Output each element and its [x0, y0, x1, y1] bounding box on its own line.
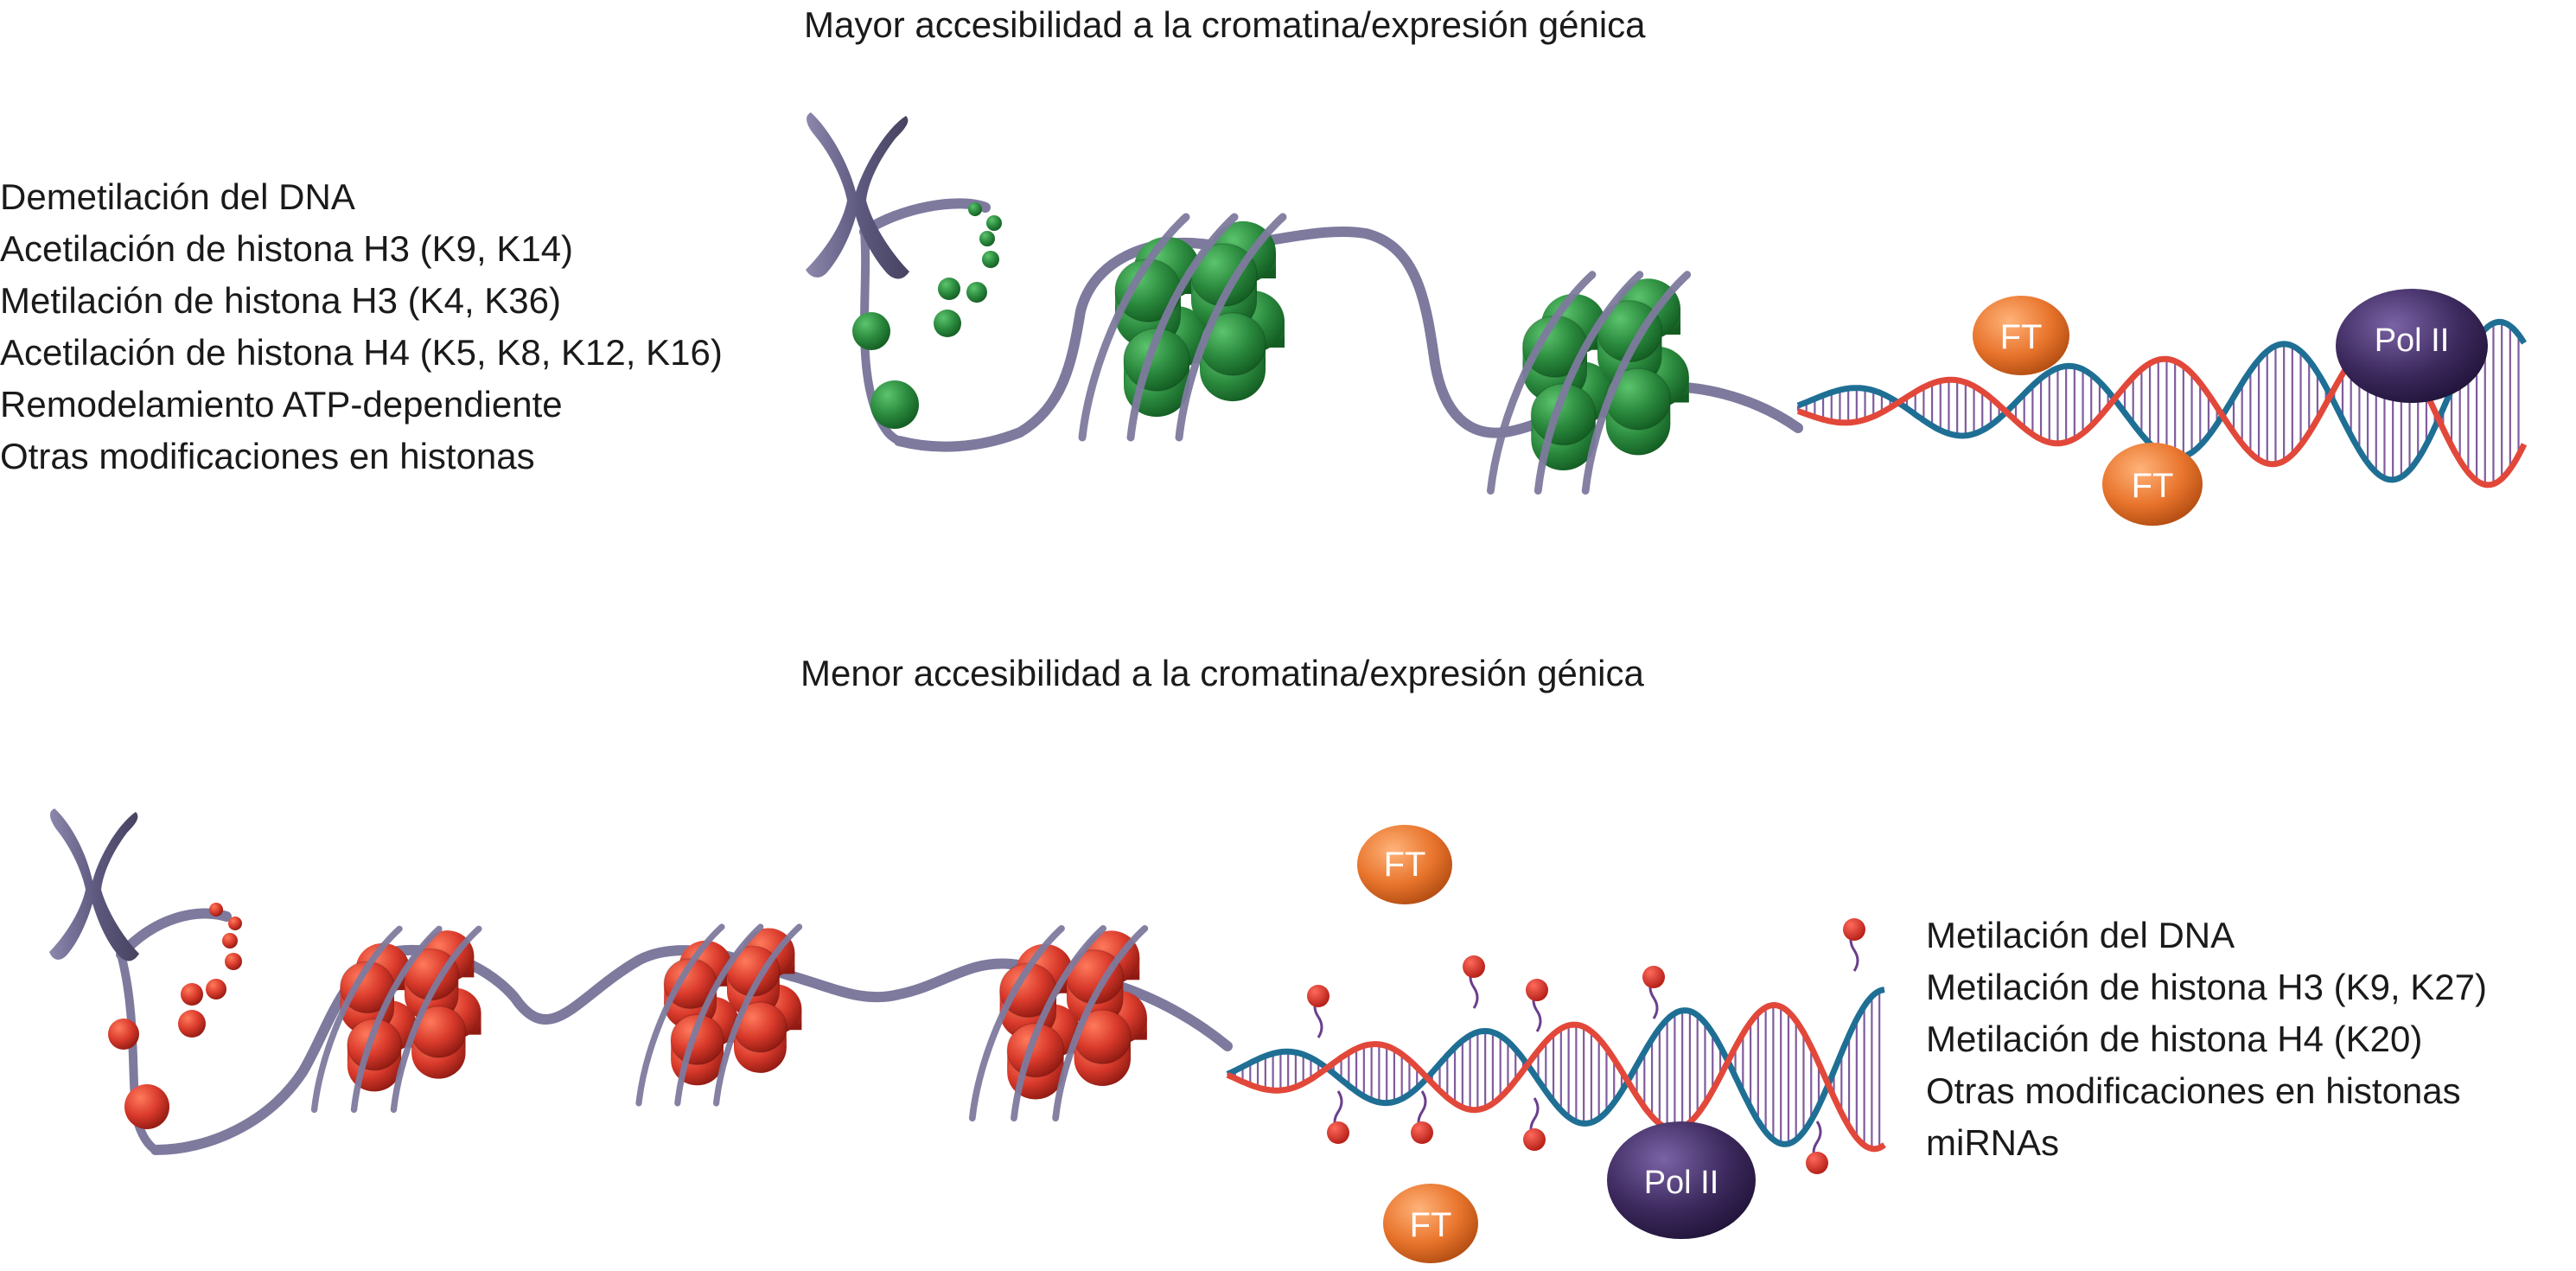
bottom-mark-item: Otras modificaciones en histonas: [1926, 1070, 2461, 1111]
bottom-mark-item: Metilación de histona H4 (K20): [1926, 1019, 2423, 1059]
acetyl-bead: [979, 231, 995, 246]
top-pol-ii-label: Pol II: [2374, 323, 2450, 359]
top-ft-label: FT: [1999, 318, 2043, 356]
top-panel-caption: Mayor accesibilidad a la cromatina/expre…: [804, 4, 1646, 45]
methyl-bead: [124, 1084, 169, 1129]
bottom-pol-ii-protein: [1607, 1121, 1756, 1239]
methyl-bead: [209, 903, 223, 917]
dna-strand-a: [1226, 1001, 1886, 1153]
nucleosome: [310, 925, 482, 1114]
top-ft-protein-2: [2102, 443, 2203, 526]
dna-base-pairs: [1226, 991, 1881, 1149]
top-nucleosomes: [1078, 213, 1692, 495]
top-chromosome-icon: [806, 112, 909, 279]
methyl-mark: [1307, 985, 1329, 1038]
methyl-bead: [222, 933, 238, 948]
top-ft-protein-1: [1973, 296, 2069, 375]
top-histone-tails: [852, 202, 1002, 429]
methyl-bead: [228, 917, 242, 930]
acetyl-bead: [982, 251, 999, 268]
methyl-mark: [1526, 979, 1548, 1032]
methyl-mark: [1642, 966, 1665, 1019]
nucleosome: [1486, 271, 1692, 495]
methyl-bead: [178, 1010, 206, 1038]
acetyl-bead: [968, 202, 982, 216]
acetyl-bead: [966, 282, 987, 303]
top-mark-item: Acetilación de histona H4 (K5, K8, K12, …: [0, 332, 723, 373]
acetyl-bead: [852, 312, 890, 350]
bottom-chromosome-icon: [49, 808, 139, 961]
methyl-mark: [1411, 1090, 1433, 1144]
top-fiber-tail: [860, 227, 903, 445]
nucleosome: [1078, 213, 1287, 442]
bottom-nucleosomes: [310, 923, 1149, 1122]
bottom-histone-tails: [108, 903, 242, 1129]
top-mark-item: Otras modificaciones en histonas: [0, 436, 535, 476]
bottom-ft-label: FT: [1383, 846, 1426, 884]
bottom-ft-protein-2: [1383, 1184, 1478, 1263]
bottom-dna-helix: [1226, 987, 1886, 1153]
methyl-mark: [1843, 918, 1865, 972]
acetyl-bead: [870, 380, 919, 429]
top-mark-item: Remodelamiento ATP-dependiente: [0, 384, 563, 425]
bottom-mark-item: Metilación del DNA: [1926, 915, 2235, 955]
methyl-bead: [108, 1019, 139, 1050]
dna-strand-b: [1226, 987, 1885, 1147]
methyl-bead: [206, 979, 226, 1000]
top-mark-item: Acetilación de histona H3 (K9, K14): [0, 228, 574, 269]
nucleosome: [635, 923, 803, 1107]
methyl-bead: [181, 983, 203, 1006]
methyl-mark: [1523, 1097, 1546, 1151]
top-ft-label: FT: [2131, 467, 2174, 505]
bottom-ft-protein-1: [1357, 825, 1452, 904]
acetyl-bead: [938, 278, 960, 300]
top-mark-item: Demetilación del DNA: [0, 176, 355, 217]
bottom-panel-caption: Menor accesibilidad a la cromatina/expre…: [800, 653, 1644, 693]
methyl-bead: [225, 953, 242, 970]
bottom-ft-label: FT: [1409, 1206, 1452, 1244]
nucleosome: [968, 925, 1149, 1122]
bottom-mark-item: Metilación de histona H3 (K9, K27): [1926, 967, 2488, 1007]
top-mark-item: Metilación de histona H3 (K4, K36): [0, 280, 562, 321]
bottom-mark-item: miRNAs: [1926, 1122, 2059, 1163]
acetyl-bead: [934, 310, 961, 337]
methyl-mark: [1806, 1121, 1828, 1174]
acetyl-bead: [986, 215, 1002, 231]
top-epigenetic-marks-list: Demetilación del DNA Acetilación de hist…: [0, 171, 723, 482]
methyl-mark: [1327, 1090, 1349, 1144]
bottom-dna-methyl-marks: [1307, 918, 1865, 1174]
bottom-pol-ii-label: Pol II: [1643, 1165, 1719, 1201]
top-pol-ii-protein: [2336, 289, 2488, 403]
bottom-epigenetic-marks-list: Metilación del DNA Metilación de histona…: [1926, 910, 2487, 1169]
methyl-mark: [1463, 955, 1485, 1009]
